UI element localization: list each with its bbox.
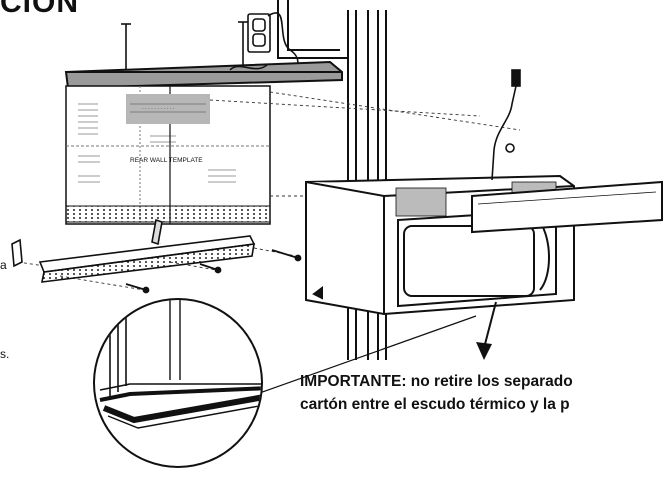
detail-magnifier: [93, 298, 263, 468]
detail-leader: [239, 315, 477, 401]
important-note: IMPORTANTE: no retire los separado cartó…: [300, 370, 573, 416]
cut-off-text-a: a: [0, 258, 7, 272]
cabinet-bottom: [64, 60, 343, 90]
mounting-plate: [11, 218, 256, 283]
power-cord: [491, 69, 521, 181]
section-title: CION: [0, 0, 79, 19]
important-label: IMPORTANTE:: [300, 373, 407, 390]
cut-off-text-s: s.: [0, 347, 10, 361]
important-line-1-text: no retire los separado: [406, 373, 573, 390]
rear-wall-template: · · · · · · · · · · · REAR WALL TEMPLATE: [65, 85, 271, 225]
important-note-line-1: IMPORTANTE: no retire los separado: [300, 370, 573, 393]
upper-cabinet: [277, 0, 348, 59]
microwave-oven: [305, 174, 663, 316]
svg-text:· · · · · · · · · · ·: · · · · · · · · · · ·: [142, 106, 175, 112]
template-label: REAR WALL TEMPLATE: [130, 157, 203, 164]
loose-screws: [125, 249, 302, 294]
pointer-arrow: [476, 301, 497, 360]
important-note-line-2: cartón entre el escudo térmico y la p: [300, 396, 570, 413]
top-screws: [121, 21, 248, 70]
